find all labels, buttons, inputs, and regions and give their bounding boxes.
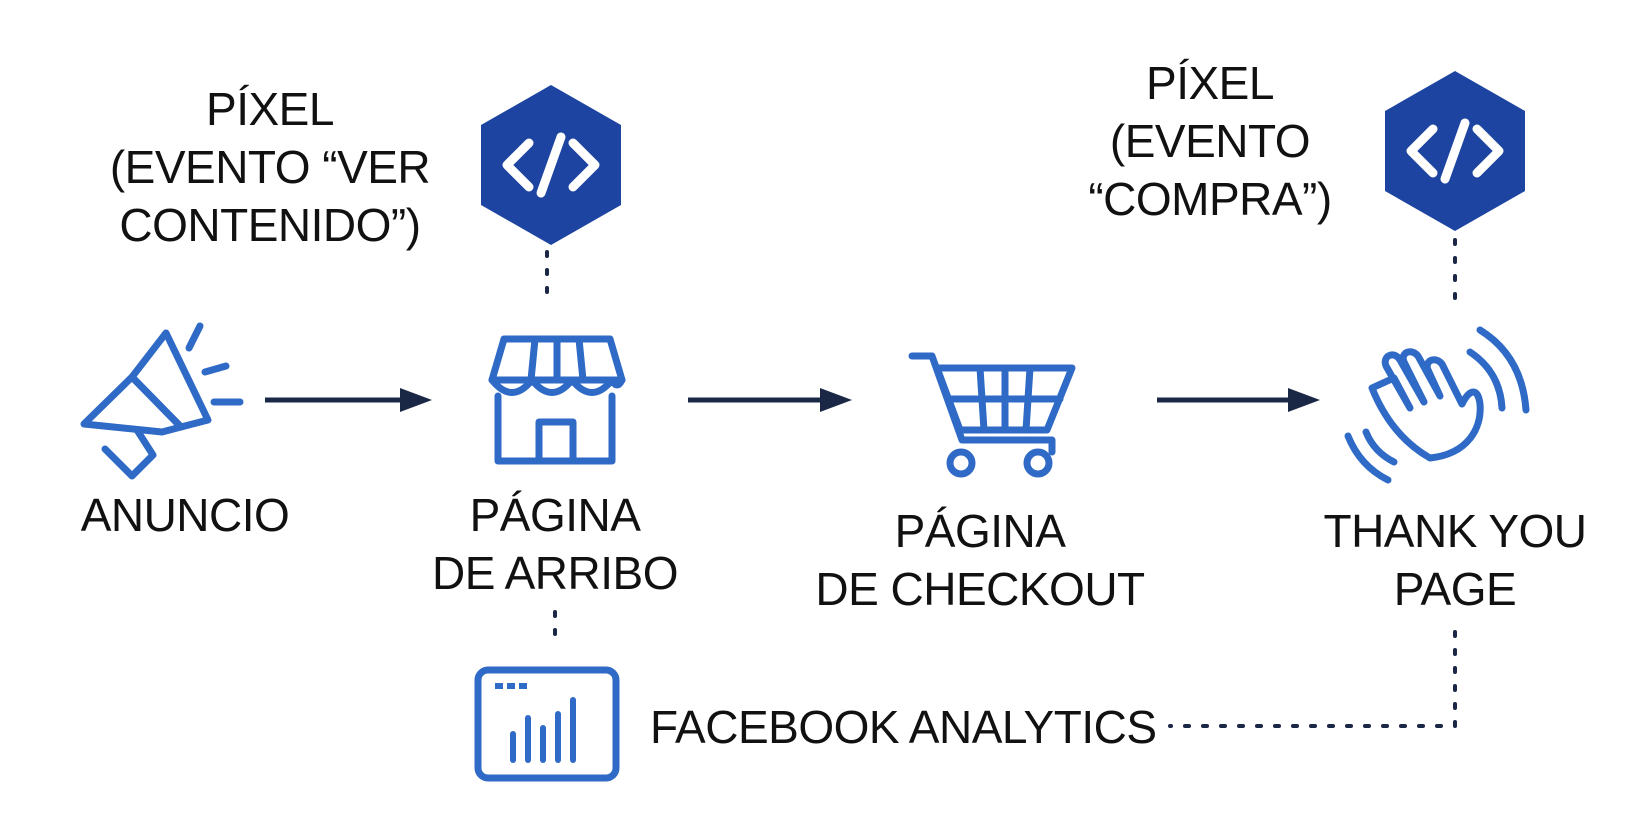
pixel-label-line: CONTENIDO”) bbox=[119, 199, 421, 251]
pixel-badge-view-content bbox=[481, 85, 621, 245]
flow-arrows bbox=[265, 388, 1320, 412]
shopping-cart-icon bbox=[908, 352, 1076, 478]
arrow-head-1 bbox=[400, 388, 432, 412]
pixel-label-view-content: PÍXEL (EVENTO “VER CONTENIDO”) bbox=[70, 80, 470, 254]
pixel-label-purchase: PÍXEL (EVENTO “COMPRA”) bbox=[1060, 54, 1360, 228]
pixel-badge-purchase bbox=[1385, 71, 1525, 231]
analytics-label: FACEBOOK ANALYTICS bbox=[650, 698, 1157, 756]
step-label-ad: ANUNCIO bbox=[40, 486, 330, 544]
step-label-landing: PÁGINA DE ARRIBO bbox=[410, 486, 700, 602]
code-brackets-icon bbox=[502, 132, 600, 198]
waving-hand-icon bbox=[1344, 326, 1530, 484]
megaphone-icon bbox=[80, 322, 244, 480]
step-label-line: PAGE bbox=[1393, 563, 1517, 615]
pixel-label-line: PÍXEL bbox=[206, 83, 334, 135]
pixel-label-line: “COMPRA”) bbox=[1088, 173, 1332, 225]
pixel-label-line: (EVENTO “VER bbox=[109, 141, 431, 193]
arrow-head-2 bbox=[820, 388, 852, 412]
arrow-head-3 bbox=[1288, 388, 1320, 412]
step-label-line: DE ARRIBO bbox=[431, 547, 679, 599]
step-label-thanks: THANK YOU PAGE bbox=[1300, 502, 1610, 618]
dotted-line-thanks-to-analytics bbox=[1168, 630, 1457, 728]
step-label-line: ANUNCIO bbox=[80, 489, 290, 541]
step-label-line: PÁGINA bbox=[469, 489, 641, 541]
pixel-label-line: PÍXEL bbox=[1146, 57, 1274, 109]
code-brackets-icon bbox=[1406, 118, 1504, 184]
analytics-dashboard-icon bbox=[474, 666, 620, 782]
pixel-label-line: (EVENTO bbox=[1109, 115, 1311, 167]
step-label-line: DE CHECKOUT bbox=[815, 563, 1145, 615]
dotted-connectors bbox=[545, 238, 1457, 728]
step-label-line: THANK YOU bbox=[1323, 505, 1587, 557]
step-label-line: PÁGINA bbox=[894, 505, 1066, 557]
analytics-label-text: FACEBOOK ANALYTICS bbox=[650, 701, 1157, 753]
step-label-checkout: PÁGINA DE CHECKOUT bbox=[810, 502, 1150, 618]
storefront-icon bbox=[488, 335, 626, 465]
